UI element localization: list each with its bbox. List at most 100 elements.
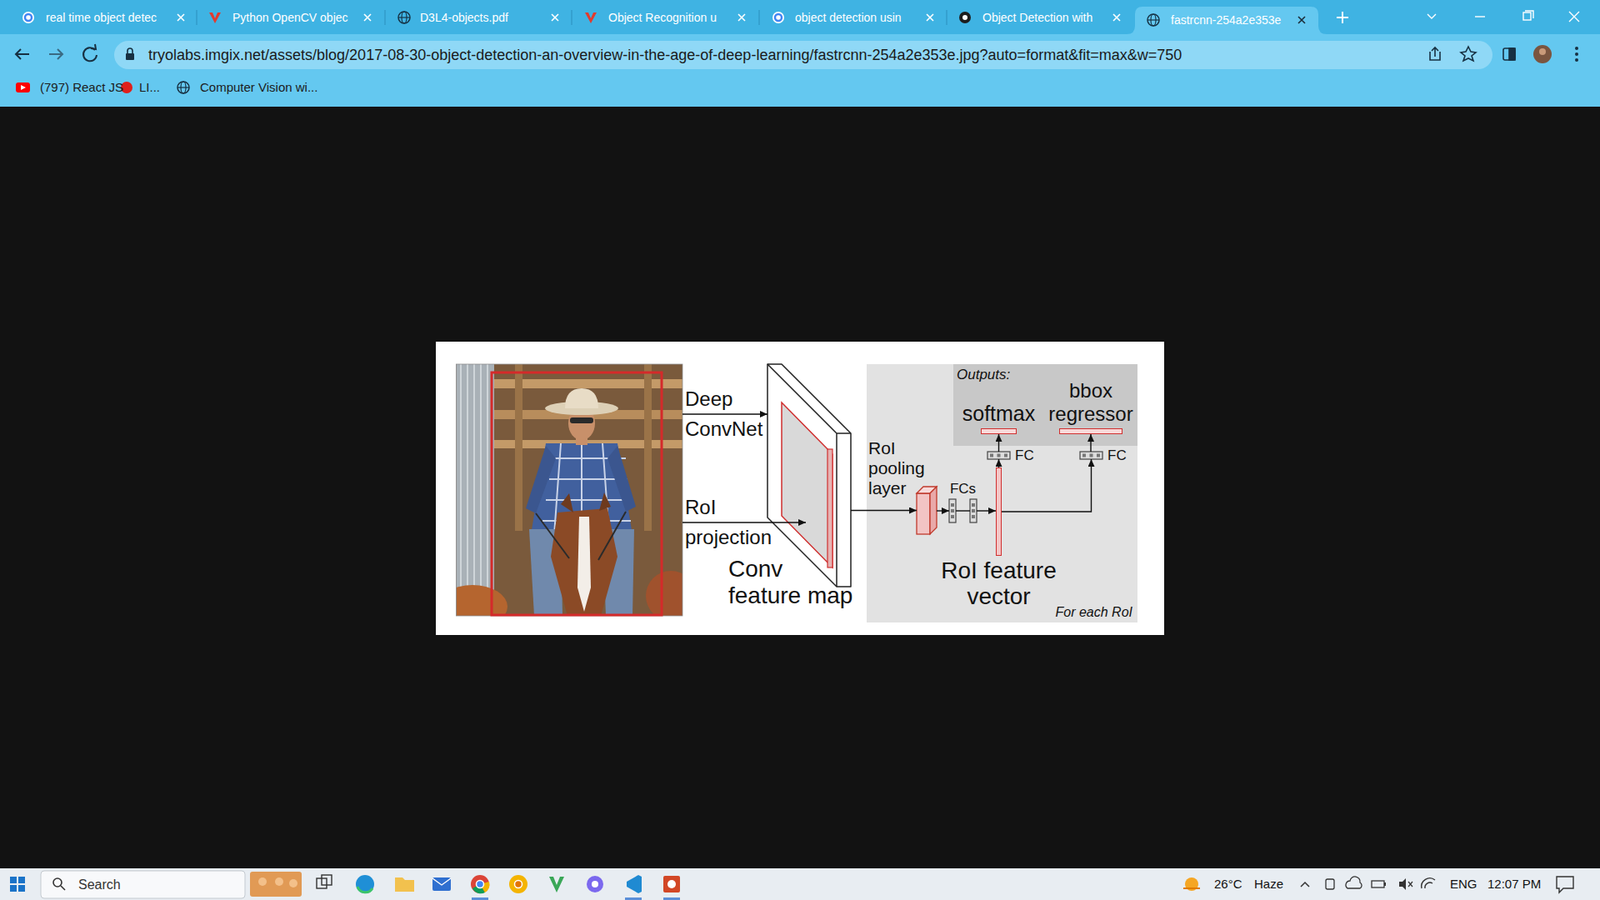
bookmark: Computer Vision wi... [200,80,318,95]
taskbar-apps [626,875,642,894]
fc-layer-box [971,503,975,507]
pooling-box [930,486,937,535]
bookmark: LI... [139,80,160,95]
tab-separator [571,10,573,25]
content-area [0,106,1600,869]
content-area [0,106,1600,869]
fc-layer: FC [1080,451,1103,460]
region-panel [866,364,1138,623]
pooling-box [916,486,937,535]
node-text: bbox regressor [1048,379,1133,426]
bookmark: (797) React JS [40,80,124,95]
roi-panel: softmaxbbox regressorOutputs:FCFCRoI poo… [866,364,1138,623]
system-tray [1556,876,1574,893]
photo [456,364,684,616]
taskbar-apps [250,871,302,897]
fc-layer-box [950,503,955,507]
node-text: For each RoI [1055,604,1133,620]
new-tab-icon [1336,11,1349,24]
tab-title: Object Recognition u [608,10,717,25]
arrow-line [682,521,806,523]
address-bar: tryolabs.imgix.net/assets/blog/2017-08-3… [114,40,1503,70]
taskbar-apps [250,871,680,900]
taskbar-apps [591,880,599,888]
tab-title: Object Detection with [982,10,1093,25]
node-text: Outputs: [956,366,1010,384]
photo [525,445,556,514]
flow-arrow [850,510,917,511]
toolbar-icons [1460,46,1476,61]
toolbar-icons [1509,48,1515,60]
favicon [959,11,971,24]
favicon [1147,14,1160,26]
favicon [775,14,782,21]
fc-layer-box [1082,454,1086,458]
tab-strip [0,0,1600,35]
flow-arrow [998,434,1000,452]
taskbar-apps [667,880,676,889]
photo [456,364,684,616]
lock-icon [125,48,135,60]
flow-arrow [936,510,950,511]
favicon [398,16,410,18]
tab-separator [196,10,947,25]
favicon [398,11,410,24]
tab-separator [946,10,948,25]
fc-layer-box [949,499,956,523]
system-tray [1399,878,1406,890]
taskbar-apps [357,886,373,893]
search-box: Search [40,870,255,899]
profile-avatar [1533,45,1552,64]
favicon [1147,19,1160,20]
system-tray [1183,876,1574,893]
fc-layer-box [1004,454,1008,458]
system-tray [1300,882,1310,887]
node-text: FC [1015,447,1035,465]
taskbar [40,870,245,899]
tab-strip [0,0,1600,35]
feature-map: Conv feature map [767,364,851,587]
favicon [962,15,968,20]
start-button [18,876,25,884]
taskbar-apps [432,878,451,885]
window-controls [1569,11,1580,22]
search-icon [60,885,65,890]
favicon [209,12,221,24]
fc-layers: FCs [949,499,977,523]
node-text: FC [1107,447,1127,465]
system-tray [1408,881,1413,887]
weather-temp: 26°C [1214,876,1243,892]
taskbar-apps [515,880,523,889]
fc-layer-box [971,509,975,513]
tab-close [177,14,185,21]
browser-tab: fastrcnn-254a2e353e [1135,6,1329,35]
window-controls [1523,12,1531,20]
menu-dots [1575,46,1579,50]
weather-text: Haze [1254,876,1284,892]
toolbar-icons [1430,47,1440,60]
output-bar: softmax [980,428,1017,435]
output-bar: bbox regressor [1059,428,1123,435]
taskbar-apps [275,877,284,886]
flow-arrow [1090,434,1091,452]
system-tray [1371,880,1385,888]
region-panel [866,364,1138,623]
photo [607,445,636,512]
window-controls [1427,14,1436,19]
favicon [772,11,785,24]
node-text: fastrcnn-254a2e353e [1135,6,1329,35]
photo [456,585,509,616]
pooling-box [916,493,930,535]
taskbar-apps [258,877,267,886]
roi-box [491,372,662,615]
toolbar [0,34,1600,107]
taskbar-apps [355,875,375,894]
taskbar-apps [289,879,298,888]
tab-close [1298,16,1305,24]
taskbar-apps [586,875,604,893]
clock: 12:07 PM [1487,876,1541,892]
fc-layer-box [997,454,1001,458]
language: ENG [1450,876,1478,892]
fc-layer: FC [987,451,1010,460]
